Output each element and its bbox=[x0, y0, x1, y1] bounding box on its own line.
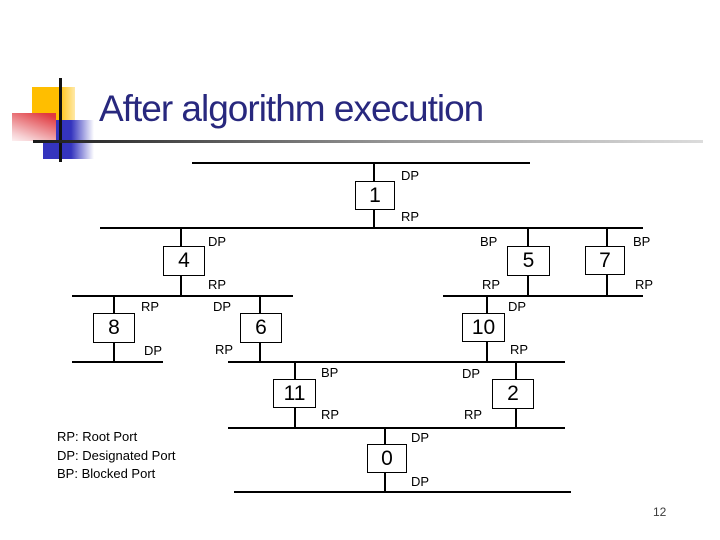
port-connector bbox=[515, 408, 517, 428]
title-underline-rule bbox=[33, 140, 703, 143]
lan-segment bbox=[192, 162, 530, 164]
lan-segment bbox=[72, 361, 163, 363]
bridge-7: 7 bbox=[585, 246, 625, 275]
port-connector bbox=[294, 361, 296, 380]
port-label: RP bbox=[215, 342, 234, 357]
bridge-label: 4 bbox=[178, 249, 190, 272]
legend-item-blocked-port: BP: Blocked Port bbox=[57, 466, 156, 481]
bridge-label: 0 bbox=[381, 446, 393, 470]
bridge-label: 7 bbox=[599, 248, 611, 272]
port-label: DP bbox=[411, 474, 430, 489]
page-number: 12 bbox=[653, 505, 667, 519]
bridge-11: 11 bbox=[273, 379, 316, 408]
bridge-2: 2 bbox=[492, 379, 534, 409]
port-label: RP bbox=[208, 277, 227, 292]
port-label: RP bbox=[401, 209, 420, 224]
bridge-label: 5 bbox=[522, 249, 535, 272]
port-label: DP bbox=[213, 299, 232, 314]
port-connector bbox=[373, 209, 375, 228]
lan-segment bbox=[443, 295, 643, 297]
bridge-5: 5 bbox=[507, 246, 550, 276]
port-connector bbox=[259, 342, 261, 362]
bridge-label: 8 bbox=[108, 316, 120, 339]
port-label: BP bbox=[480, 234, 498, 249]
lan-segment bbox=[234, 491, 571, 493]
port-connector bbox=[113, 342, 115, 362]
decor-red-square bbox=[12, 113, 56, 141]
bridge-label: 2 bbox=[507, 382, 519, 405]
port-connector bbox=[180, 227, 182, 247]
port-connector bbox=[527, 275, 529, 296]
port-connector bbox=[294, 407, 296, 428]
bridge-10: 10 bbox=[462, 313, 505, 342]
port-connector bbox=[606, 274, 608, 296]
port-connector bbox=[373, 162, 375, 182]
lan-segment bbox=[228, 361, 565, 363]
bridge-label: 11 bbox=[283, 381, 306, 405]
port-label: DP bbox=[411, 430, 430, 445]
port-label: BP bbox=[633, 234, 651, 249]
lan-segment bbox=[228, 427, 565, 429]
bridge-label: 6 bbox=[255, 316, 267, 339]
port-label: DP bbox=[462, 366, 481, 381]
slide-title: After algorithm execution bbox=[99, 88, 484, 129]
port-label: RP bbox=[464, 407, 483, 422]
port-label: DP bbox=[401, 168, 420, 183]
bridge-0: 0 bbox=[367, 444, 407, 473]
port-label: DP bbox=[144, 343, 163, 358]
port-label: RP bbox=[141, 299, 160, 314]
bridge-label: 10 bbox=[471, 315, 496, 339]
legend-item-root-port: RP: Root Port bbox=[57, 429, 138, 444]
port-label: DP bbox=[508, 299, 527, 314]
port-label: RP bbox=[635, 277, 654, 292]
port-connector bbox=[113, 295, 115, 314]
port-connector bbox=[384, 472, 386, 492]
port-label: RP bbox=[321, 407, 340, 422]
port-connector bbox=[486, 341, 488, 362]
port-connector bbox=[486, 295, 488, 314]
port-label: BP bbox=[321, 365, 339, 380]
port-connector bbox=[515, 361, 517, 380]
port-label: DP bbox=[208, 234, 227, 249]
port-connector bbox=[384, 427, 386, 445]
bridge-6: 6 bbox=[240, 313, 282, 343]
bridge-label: 1 bbox=[369, 183, 381, 207]
bridge-1: 1 bbox=[355, 181, 395, 210]
lan-segment bbox=[100, 227, 643, 229]
port-connector bbox=[259, 295, 261, 314]
legend-item-designated-port: DP: Designated Port bbox=[57, 447, 176, 463]
port-label: RP bbox=[482, 277, 501, 292]
decor-vertical-line bbox=[59, 78, 62, 162]
port-connector bbox=[606, 227, 608, 247]
bridge-4: 4 bbox=[163, 246, 205, 276]
port-label: RP bbox=[510, 342, 529, 357]
bridge-8: 8 bbox=[93, 313, 135, 343]
legend: RP: Root Port DP: Designated Port BP: Bl… bbox=[57, 428, 176, 484]
lan-segment bbox=[72, 295, 293, 297]
port-connector bbox=[527, 227, 529, 247]
port-connector bbox=[180, 275, 182, 296]
